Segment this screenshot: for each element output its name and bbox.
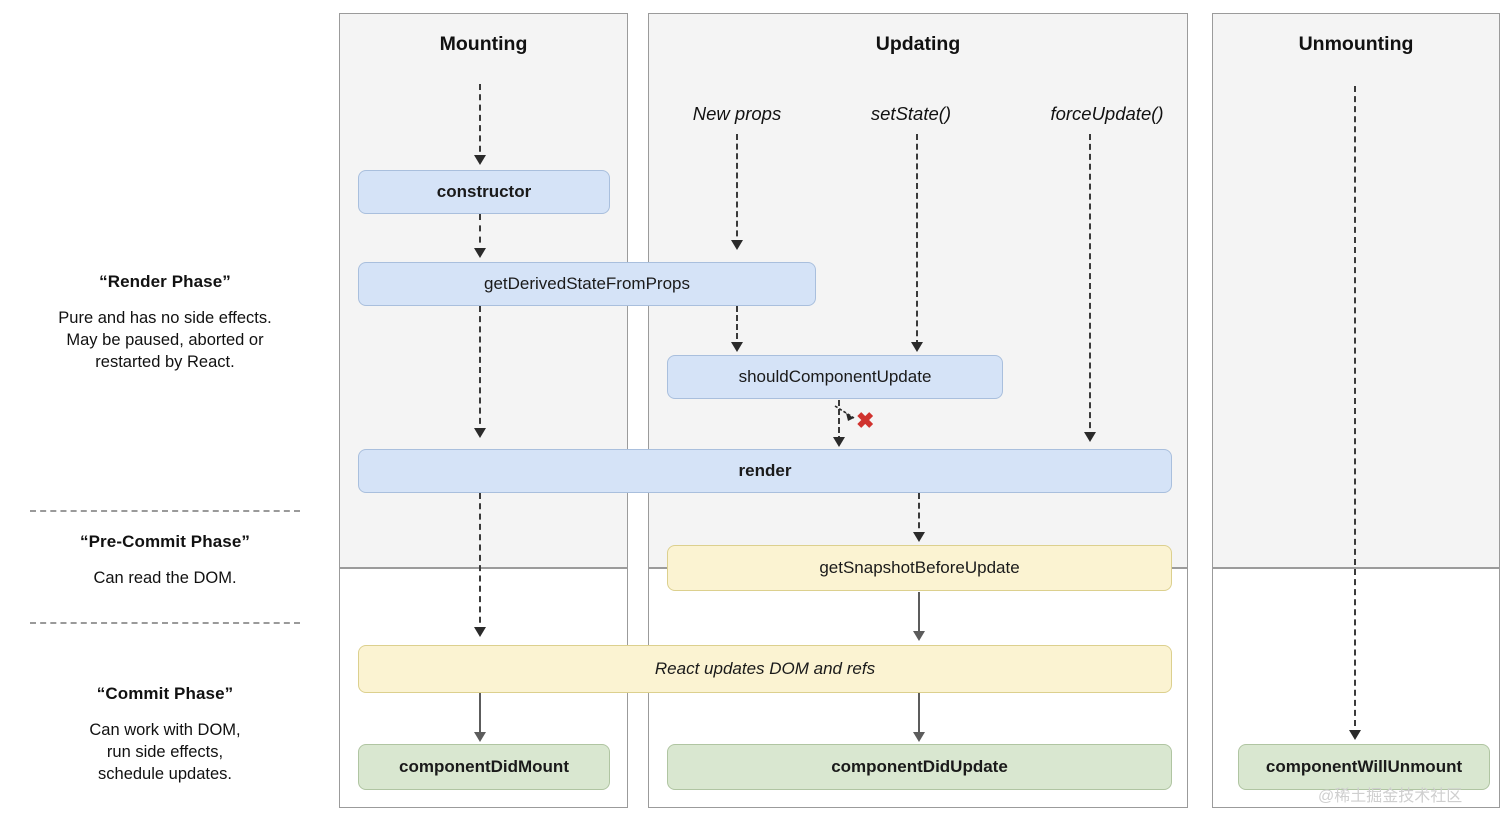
commit-phase-description: Can work with DOM, run side effects, sch… xyxy=(89,721,241,783)
node-react-updates-dom-and-refs[interactable]: React updates DOM and refs xyxy=(358,645,1172,693)
watermark: @稀土掘金技术社区 xyxy=(1318,788,1463,805)
render-phase-title: “Render Phase” xyxy=(99,272,231,291)
commit-phase-title: “Commit Phase” xyxy=(96,684,234,703)
node-should-component-update[interactable]: shouldComponentUpdate xyxy=(667,355,1003,399)
legend-divider-render-precommit xyxy=(30,510,300,512)
unmounting-render-panel: Unmounting xyxy=(1212,13,1500,568)
legend-render-phase: “Render Phase” Pure and has no side effe… xyxy=(0,272,330,373)
node-component-will-unmount[interactable]: componentWillUnmount xyxy=(1238,744,1490,790)
skip-render-x-icon: ✖ xyxy=(856,408,875,433)
legend-commit-phase: “Commit Phase” Can work with DOM, run si… xyxy=(0,684,330,785)
column-title-updating: Updating xyxy=(875,33,961,55)
trigger-force-update: forceUpdate() xyxy=(1050,103,1164,124)
node-constructor[interactable]: constructor xyxy=(358,170,610,214)
legend-divider-precommit-commit xyxy=(30,622,300,624)
render-phase-description: Pure and has no side effects. May be pau… xyxy=(58,309,272,371)
pre-commit-phase-description: Can read the DOM. xyxy=(93,569,237,587)
phase-legend: “Render Phase” Pure and has no side effe… xyxy=(0,0,330,827)
trigger-set-state: setState() xyxy=(870,103,952,124)
column-title-unmounting: Unmounting xyxy=(1298,33,1414,55)
node-get-snapshot-before-update[interactable]: getSnapshotBeforeUpdate xyxy=(667,545,1172,591)
node-component-did-update[interactable]: componentDidUpdate xyxy=(667,744,1172,790)
trigger-new-props: New props xyxy=(692,103,782,124)
pre-commit-phase-title: “Pre-Commit Phase” xyxy=(80,532,250,551)
node-render[interactable]: render xyxy=(358,449,1172,493)
column-title-mounting: Mounting xyxy=(439,33,528,55)
node-component-did-mount[interactable]: componentDidMount xyxy=(358,744,610,790)
node-get-derived-state-from-props[interactable]: getDerivedStateFromProps xyxy=(358,262,816,306)
legend-pre-commit-phase: “Pre-Commit Phase” Can read the DOM. xyxy=(0,532,330,590)
